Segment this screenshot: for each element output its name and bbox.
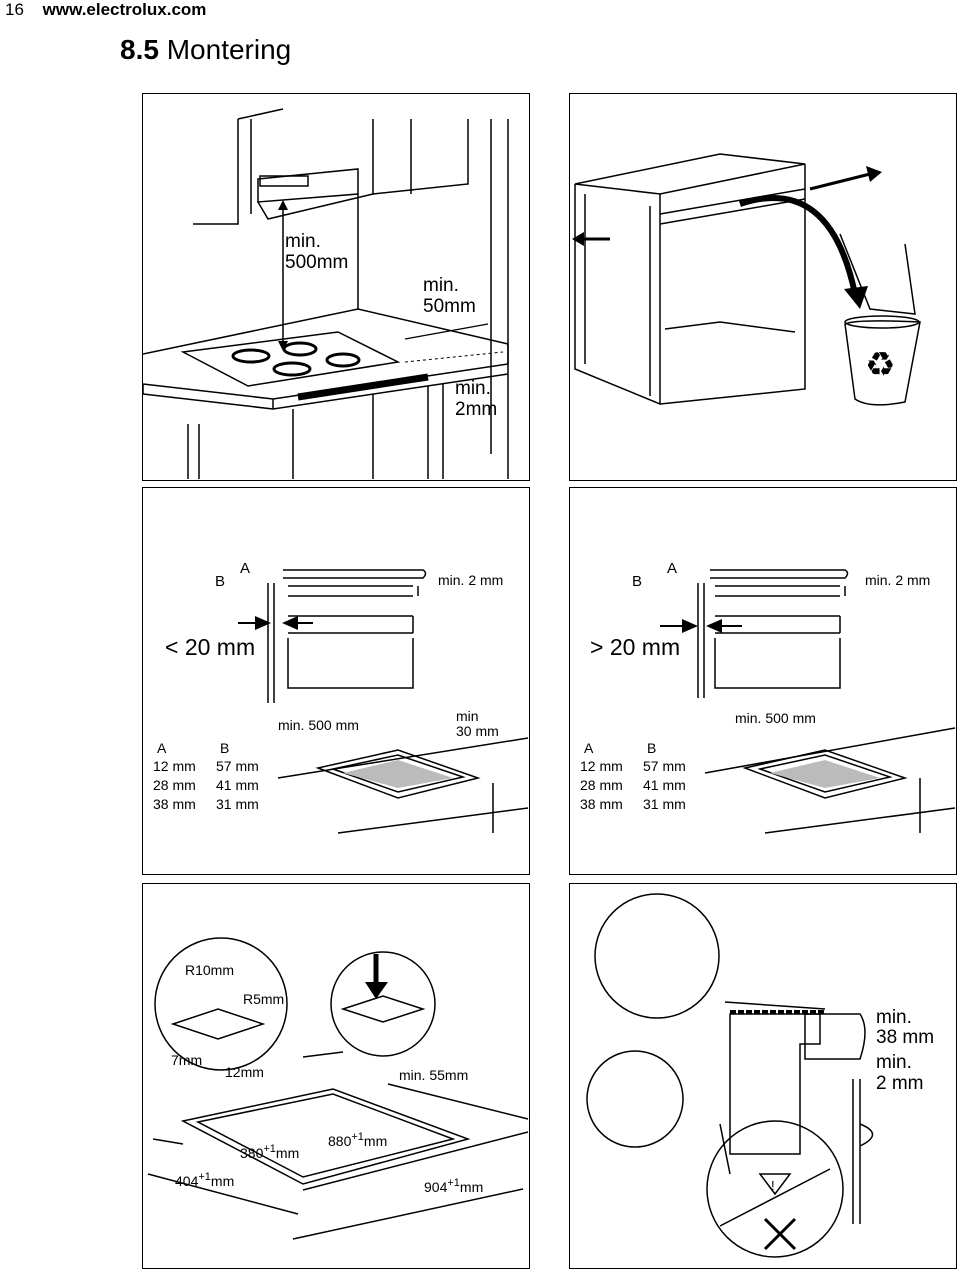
row1-b: 57 mm (216, 758, 259, 774)
label-b: B (215, 573, 225, 590)
w880-tolerance: +1 (351, 1131, 364, 1143)
hood-clearance-line1: min. (285, 231, 321, 252)
row1-b: 57 mm (643, 758, 686, 774)
w904-tolerance: +1 (447, 1177, 460, 1189)
panel-kitchen-clearances: min. 500mm min. 50mm min. 2mm (142, 93, 530, 481)
w380-tolerance: +1 (263, 1143, 276, 1155)
w380-value: 380 (240, 1145, 264, 1161)
section-number: 8.5 (120, 34, 159, 65)
gap-label: min. 2 mm (438, 572, 503, 588)
side-clearance-line1: min. (423, 275, 459, 296)
w904-value: 904 (424, 1179, 448, 1195)
col-b-header: B (647, 740, 656, 756)
row2-b: 41 mm (643, 777, 686, 793)
page-number: 16 (5, 0, 24, 19)
row2-a: 28 mm (153, 777, 196, 793)
panel-remove-rail: ♻ (569, 93, 957, 481)
section-name: Montering (166, 34, 292, 65)
gap-line1: min. (455, 378, 491, 399)
kitchen-illustration: min. 500mm min. 50mm min. 2mm (143, 108, 509, 479)
sealing-illustration: ! min. 38 mm min. 2 mm (586, 893, 934, 1258)
col-a-header: A (157, 740, 167, 756)
page-header: 16 www.electrolux.com (5, 0, 206, 20)
side-clearance-line2: 50mm (423, 296, 476, 317)
row3-a: 38 mm (153, 796, 196, 812)
cutout-illustration: R10mm R5mm 7mm 12mm min. 55mm 380+1mm 88… (147, 937, 529, 1240)
cross-section-small: B A min. 2 mm < 20 mm A B 12 mm 57 mm 28… (153, 560, 529, 834)
row1-a: 12 mm (153, 758, 196, 774)
panel-under-20mm: B A min. 2 mm < 20 mm A B 12 mm 57 mm 28… (142, 487, 530, 875)
thickness-line1: min. (876, 1007, 912, 1028)
edge-label-line1: min (456, 708, 479, 724)
panel-cutout-dimensions: R10mm R5mm 7mm 12mm min. 55mm 380+1mm 88… (142, 883, 530, 1269)
cross-section-large: B A min. 2 mm > 20 mm A B 12 mm 57 mm 28… (580, 560, 956, 834)
row3-b: 31 mm (643, 796, 686, 812)
gap-line2: 2 mm (876, 1073, 924, 1094)
col-a-header: A (584, 740, 594, 756)
panel-over-20mm: B A min. 2 mm > 20 mm A B 12 mm 57 mm 28… (569, 487, 957, 875)
gap-line2: 2mm (455, 399, 497, 420)
w380-label: 380+1mm (240, 1143, 299, 1161)
w404-label: 404+1mm (175, 1171, 234, 1189)
w904-unit: mm (460, 1179, 483, 1195)
hood-clearance-line2: 500mm (285, 252, 348, 273)
gap-label: min. 2 mm (865, 572, 930, 588)
gap-line1: min. (876, 1052, 912, 1073)
d12-label: 12mm (225, 1064, 264, 1080)
w380-unit: mm (276, 1145, 299, 1161)
d55-label: min. 55mm (399, 1067, 468, 1083)
thickness-line2: 38 mm (876, 1027, 934, 1048)
row3-b: 31 mm (216, 796, 259, 812)
w404-tolerance: +1 (198, 1171, 211, 1183)
section-title: 8.5 Montering (120, 34, 291, 66)
label-a: A (667, 560, 677, 577)
site-url: www.electrolux.com (42, 0, 207, 19)
condition-label: < 20 mm (165, 634, 255, 660)
label-a: A (240, 560, 250, 577)
w404-unit: mm (211, 1173, 234, 1189)
label-b: B (632, 573, 642, 590)
w880-value: 880 (328, 1133, 352, 1149)
col-b-header: B (220, 740, 229, 756)
warning-icon: ! (771, 1178, 775, 1193)
cabinet-illustration: ♻ (572, 153, 921, 406)
d7-label: 7mm (171, 1052, 202, 1068)
w404-value: 404 (175, 1173, 199, 1189)
condition-label: > 20 mm (590, 634, 680, 660)
depth-label: min. 500 mm (278, 717, 359, 733)
w904-label: 904+1mm (424, 1177, 483, 1195)
recycle-icon: ♻ (865, 346, 895, 384)
panel-worktop-thickness: ! min. 38 mm min. 2 mm (569, 883, 957, 1269)
row2-a: 28 mm (580, 777, 623, 793)
row2-b: 41 mm (216, 777, 259, 793)
r10-label: R10mm (185, 962, 234, 978)
edge-label-line2: 30 mm (456, 723, 499, 739)
w880-label: 880+1mm (328, 1131, 387, 1149)
w880-unit: mm (364, 1133, 387, 1149)
row1-a: 12 mm (580, 758, 623, 774)
row3-a: 38 mm (580, 796, 623, 812)
depth-label: min. 500 mm (735, 710, 816, 726)
r5-label: R5mm (243, 991, 284, 1007)
